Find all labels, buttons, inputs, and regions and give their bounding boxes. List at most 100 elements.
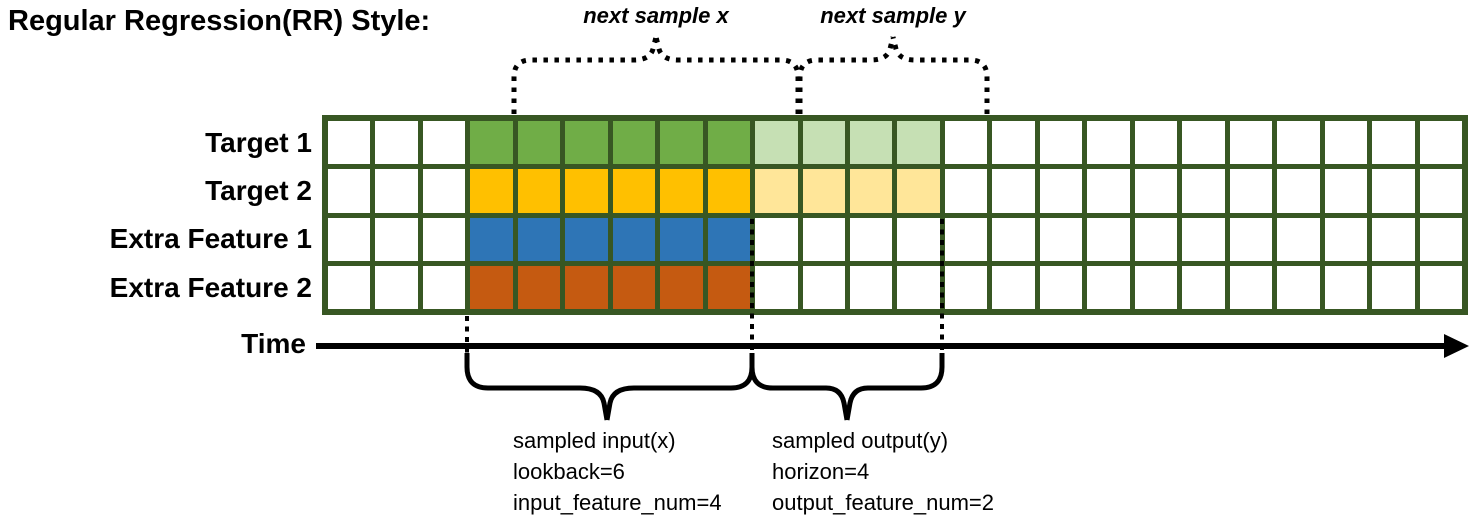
grid-cell bbox=[1372, 169, 1415, 213]
grid-cell bbox=[897, 217, 940, 261]
grid-cell bbox=[612, 217, 656, 261]
grid-cell bbox=[660, 121, 703, 165]
output-feature-num: output_feature_num=2 bbox=[772, 490, 995, 515]
grid-cell bbox=[707, 217, 751, 261]
next-sample-x-label: next sample x bbox=[583, 3, 729, 28]
grid-cell bbox=[897, 121, 940, 165]
grid-cell bbox=[1087, 217, 1130, 261]
grid-cell bbox=[1229, 217, 1273, 261]
grid-cell bbox=[1182, 217, 1225, 261]
row-label-target-2: Target 2 bbox=[205, 175, 312, 206]
grid-cell bbox=[660, 265, 703, 309]
grid-cell bbox=[897, 265, 940, 309]
grid-cell bbox=[1229, 169, 1273, 213]
grid-cell bbox=[470, 169, 513, 213]
grid-cell bbox=[1134, 265, 1178, 309]
grid-cell bbox=[470, 217, 513, 261]
grid-cell bbox=[1039, 217, 1083, 261]
grid-cell bbox=[897, 169, 940, 213]
lookback-value: lookback=6 bbox=[513, 459, 625, 484]
grid-cell bbox=[1039, 121, 1083, 165]
grid-cell bbox=[1087, 169, 1130, 213]
grid-cell bbox=[328, 217, 371, 261]
grid-cell bbox=[850, 121, 893, 165]
grid-cell bbox=[565, 217, 608, 261]
grid-cell bbox=[802, 217, 846, 261]
grid-cell bbox=[802, 169, 846, 213]
next-sample-y-label: next sample y bbox=[820, 3, 966, 28]
sampled-input-title: sampled input(x) bbox=[513, 428, 676, 453]
grid-cell bbox=[1277, 121, 1320, 165]
grid-cell bbox=[850, 265, 893, 309]
row-label-target-1: Target 1 bbox=[205, 127, 312, 158]
grid-cell bbox=[1324, 169, 1368, 213]
grid-cell bbox=[1229, 265, 1273, 309]
horizon-value: horizon=4 bbox=[772, 459, 870, 484]
grid-cell bbox=[1277, 217, 1320, 261]
grid-cell bbox=[1087, 121, 1130, 165]
grid-cell bbox=[1134, 169, 1178, 213]
grid-cell bbox=[422, 217, 466, 261]
grid-cell bbox=[1277, 169, 1320, 213]
grid-cell bbox=[612, 121, 656, 165]
grid-cell bbox=[328, 121, 371, 165]
grid-cell bbox=[850, 217, 893, 261]
time-arrow bbox=[316, 334, 1469, 358]
grid-cell bbox=[1324, 217, 1368, 261]
grid-cell bbox=[944, 217, 988, 261]
grid-cell bbox=[992, 217, 1035, 261]
grid-cell bbox=[470, 265, 513, 309]
grid-cell bbox=[422, 169, 466, 213]
grid-cell bbox=[612, 265, 656, 309]
grid-cell bbox=[375, 121, 418, 165]
grid-cell bbox=[1182, 265, 1225, 309]
grid-cell bbox=[992, 169, 1035, 213]
grid-cell bbox=[565, 121, 608, 165]
grid-cell bbox=[1182, 169, 1225, 213]
grid-cell bbox=[660, 217, 703, 261]
grid-cell bbox=[1372, 265, 1415, 309]
grid-cell bbox=[1419, 121, 1462, 165]
timeseries-grid bbox=[322, 115, 1468, 315]
grid-cell bbox=[660, 169, 703, 213]
grid-cell bbox=[707, 121, 751, 165]
grid-cell bbox=[944, 121, 988, 165]
grid-cell bbox=[1277, 265, 1320, 309]
grid-cell bbox=[944, 169, 988, 213]
grid-cell bbox=[517, 217, 561, 261]
time-arrowhead bbox=[1444, 334, 1469, 358]
grid-cell bbox=[328, 169, 371, 213]
grid-cell bbox=[755, 217, 798, 261]
grid-cell bbox=[1324, 121, 1368, 165]
sampled-input-brace bbox=[464, 353, 755, 421]
grid-cell bbox=[802, 121, 846, 165]
grid-cell bbox=[612, 169, 656, 213]
grid-cell bbox=[755, 169, 798, 213]
grid-cell bbox=[1087, 265, 1130, 309]
grid-cell bbox=[517, 169, 561, 213]
row-label-extra-feature-1: Extra Feature 1 bbox=[109, 223, 312, 254]
grid-cell bbox=[1039, 265, 1083, 309]
row-label-extra-feature-2: Extra Feature 2 bbox=[109, 272, 312, 303]
grid-cell bbox=[944, 265, 988, 309]
grid-cell bbox=[517, 265, 561, 309]
sampled-input-annotation: sampled input(x) lookback=6 input_featur… bbox=[513, 425, 722, 518]
grid-cell bbox=[1182, 121, 1225, 165]
grid-cell bbox=[1419, 217, 1462, 261]
input-feature-num: input_feature_num=4 bbox=[513, 490, 722, 515]
grid-cell bbox=[1324, 265, 1368, 309]
grid-cell bbox=[1229, 121, 1273, 165]
grid-cell bbox=[755, 121, 798, 165]
grid-cell bbox=[992, 265, 1035, 309]
grid-cell bbox=[1419, 265, 1462, 309]
grid-cell bbox=[850, 169, 893, 213]
sampled-output-title: sampled output(y) bbox=[772, 428, 949, 453]
grid-cell bbox=[328, 265, 371, 309]
grid-cell bbox=[755, 265, 798, 309]
grid-cell bbox=[375, 265, 418, 309]
sampled-output-brace bbox=[749, 353, 945, 421]
grid-cell bbox=[1039, 169, 1083, 213]
grid-cell bbox=[1134, 121, 1178, 165]
next-sample-x-brace bbox=[511, 36, 801, 114]
